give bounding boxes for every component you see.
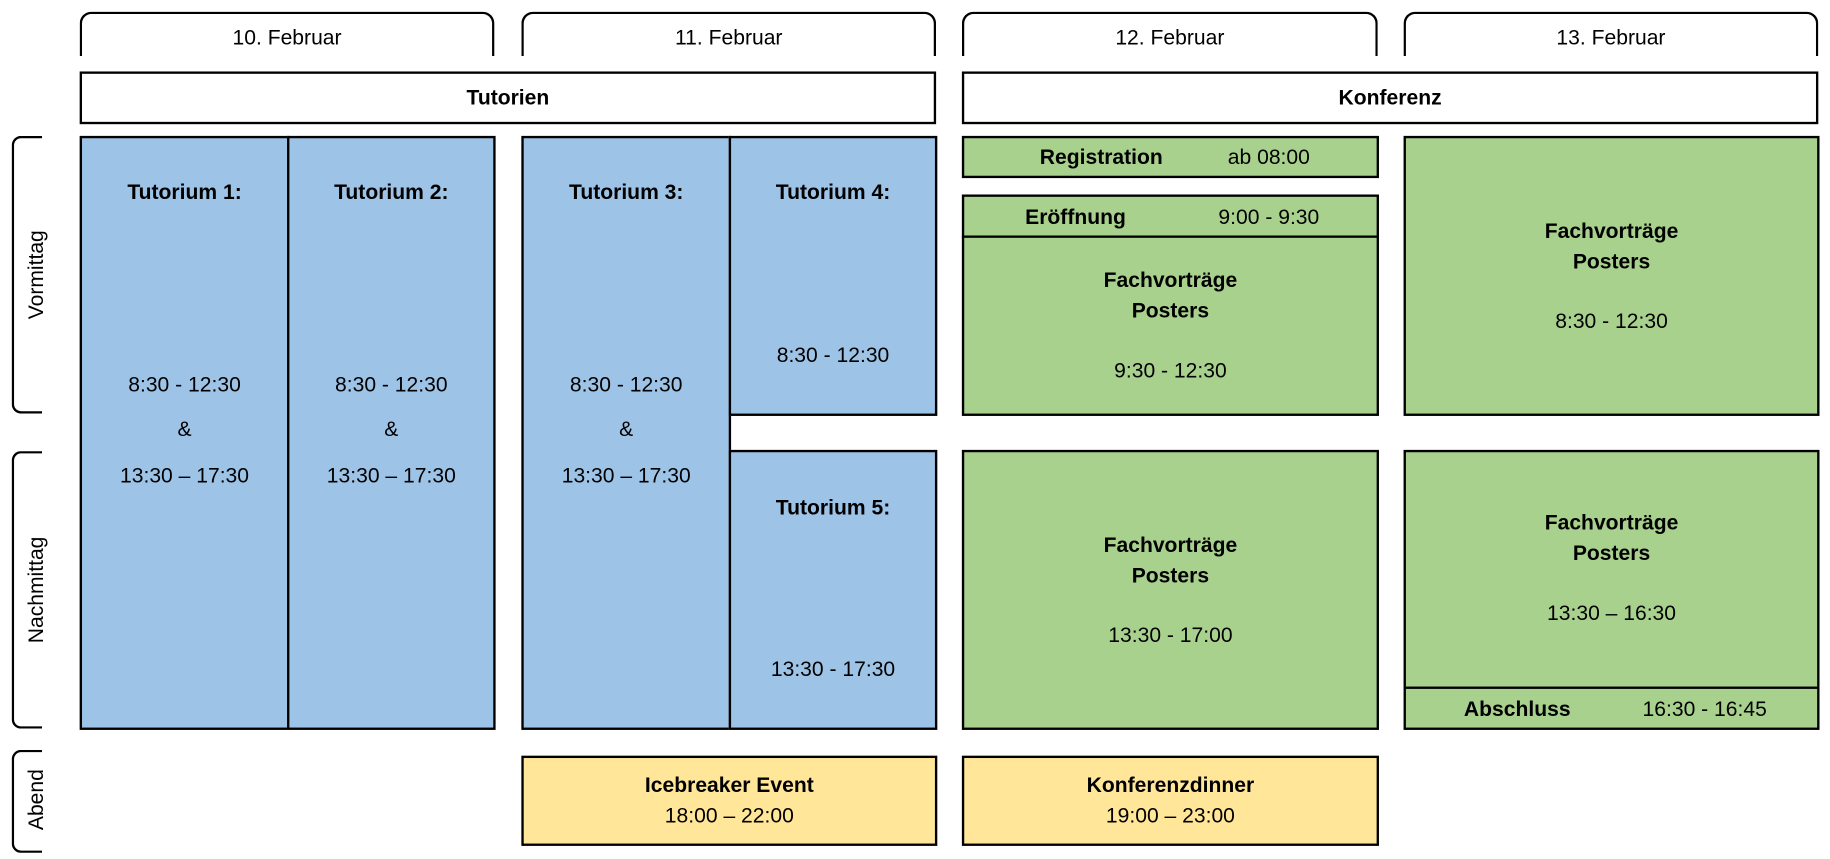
day-header-13: 13. Februar (1403, 11, 1819, 57)
tutorial-time: 8:30 - 12:30 (569, 372, 683, 397)
talks-label: Fachvorträge (1544, 219, 1679, 243)
tutorial-1-block: Tutorium 1: 8:30 - 12:30 & 13:30 – 17:30 (79, 135, 290, 730)
afternoon-label: Nachmittag (24, 536, 48, 644)
posters-label: Posters (1572, 249, 1651, 273)
opening-block: Eröffnung 9:00 - 9:30 (961, 194, 1379, 238)
posters-label: Posters (1131, 298, 1210, 323)
day-label: 12. Februar (1115, 25, 1225, 49)
talks-13-morning-block: Fachvorträge Posters 8:30 - 12:30 (1403, 135, 1820, 416)
tutorial-time: 13:30 – 17:30 (561, 463, 691, 488)
talks-13-afternoon-block: Fachvorträge Posters 13:30 – 16:30 (1403, 449, 1820, 689)
closing-block: Abschluss 16:30 - 16:45 (1403, 686, 1820, 730)
morning-label: Vormittag (24, 230, 48, 320)
closing-label: Abschluss (1463, 697, 1571, 721)
tutorial-title: Tutorium 1: (127, 180, 242, 204)
icebreaker-block: Icebreaker Event 18:00 – 22:00 (521, 755, 938, 846)
registration-label: Registration (1039, 145, 1163, 169)
registration-block: Registration ab 08:00 (961, 135, 1379, 179)
conference-label: Konferenz (1338, 85, 1442, 109)
tutorial-3-block: Tutorium 3: 8:30 - 12:30 & 13:30 – 17:30 (521, 135, 732, 730)
tutorial-2-block: Tutorium 2: 8:30 - 12:30 & 13:30 – 17:30 (287, 135, 496, 730)
tutorial-and: & (177, 417, 192, 441)
tutorial-time: 13:30 – 17:30 (326, 463, 456, 488)
tutorial-time: 13:30 – 17:30 (120, 463, 250, 488)
day-label: 10. Februar (232, 25, 342, 49)
talks-12-afternoon-block: Fachvorträge Posters 13:30 - 17:00 (961, 449, 1379, 730)
tutorial-title: Tutorium 2: (334, 180, 449, 204)
tutorials-band: Tutorien (79, 71, 937, 125)
day-label: 13. Februar (1556, 25, 1666, 49)
talks-label: Fachvorträge (1103, 268, 1238, 292)
talks-label: Fachvorträge (1544, 510, 1679, 535)
tutorial-time: 8:30 - 12:30 (335, 372, 448, 397)
opening-label: Eröffnung (1025, 205, 1126, 229)
tutorial-and: & (384, 417, 399, 441)
day-header-10: 10. Februar (79, 11, 495, 57)
afternoon-bracket (11, 451, 43, 729)
day-header-11: 11. Februar (521, 11, 937, 57)
evening-label: Abend (24, 769, 48, 831)
tutorial-and: & (619, 417, 634, 441)
tutorial-title: Tutorium 5: (775, 495, 891, 520)
day-header-12: 12. Februar (961, 11, 1378, 57)
closing-time: 16:30 - 16:45 (1642, 697, 1767, 721)
tutorial-title: Tutorium 3: (569, 180, 684, 204)
tutorial-time: 8:30 - 12:30 (776, 343, 890, 367)
dinner-time: 19:00 – 23:00 (1105, 803, 1235, 828)
session-time: 9:30 - 12:30 (1114, 358, 1227, 382)
session-time: 13:30 - 17:00 (1108, 623, 1233, 647)
icebreaker-title: Icebreaker Event (644, 773, 814, 797)
talks-12-morning-block: Fachvorträge Posters 9:30 - 12:30 (961, 235, 1379, 416)
morning-bracket (11, 135, 43, 414)
day-label: 11. Februar (675, 25, 783, 49)
tutorial-4-block: Tutorium 4: 8:30 - 12:30 (728, 135, 938, 416)
dinner-block: Konferenzdinner 19:00 – 23:00 (961, 755, 1379, 846)
session-time: 13:30 – 16:30 (1547, 601, 1677, 625)
tutorial-time: 13:30 - 17:30 (770, 657, 896, 681)
evening-bracket (11, 749, 43, 853)
posters-label: Posters (1572, 541, 1651, 565)
tutorials-label: Tutorien (466, 85, 550, 109)
icebreaker-time: 18:00 – 22:00 (664, 803, 794, 828)
opening-time: 9:00 - 9:30 (1218, 205, 1320, 229)
conference-band: Konferenz (961, 71, 1819, 125)
tutorial-5-block: Tutorium 5: 13:30 - 17:30 (728, 449, 938, 730)
dinner-title: Konferenzdinner (1086, 773, 1255, 797)
tutorial-time: 8:30 - 12:30 (128, 372, 241, 397)
session-time: 8:30 - 12:30 (1555, 309, 1668, 333)
talks-label: Fachvorträge (1103, 533, 1238, 557)
tutorial-title: Tutorium 4: (775, 180, 891, 204)
registration-time: ab 08:00 (1227, 145, 1310, 169)
posters-label: Posters (1131, 563, 1210, 587)
